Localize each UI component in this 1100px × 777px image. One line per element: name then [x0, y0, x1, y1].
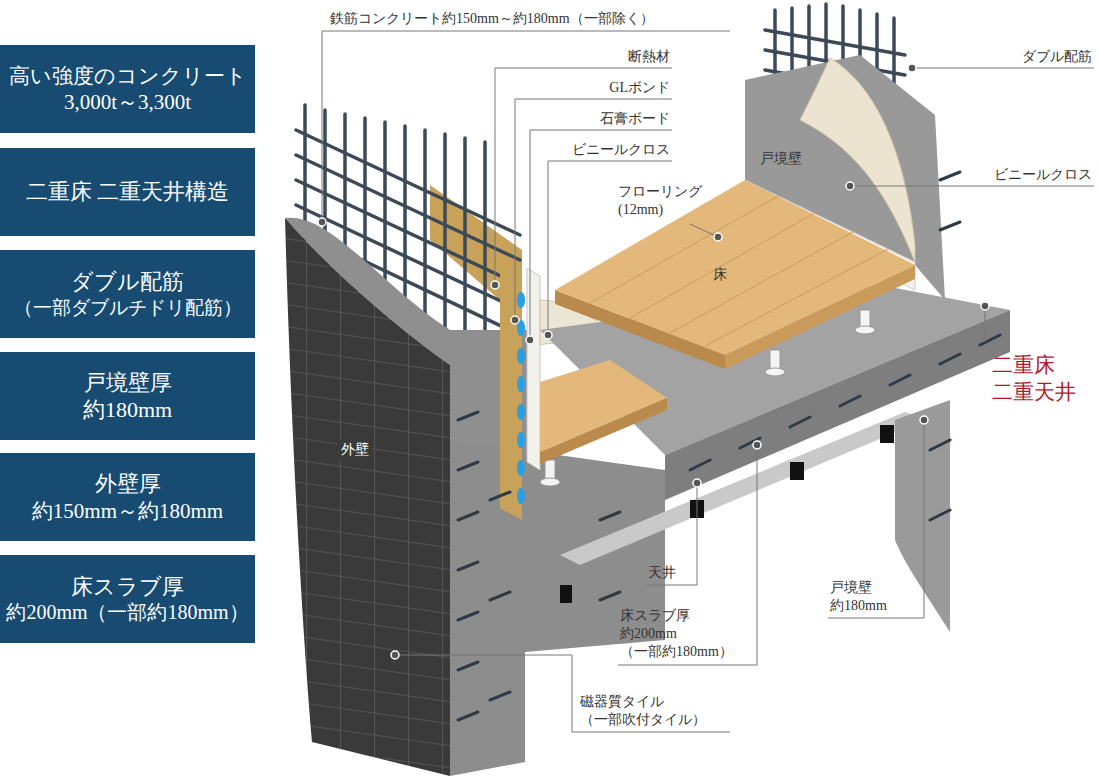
- feature-value: 約150mm～約180mm: [32, 498, 223, 524]
- feature-heading: 床スラブ厚: [71, 573, 184, 601]
- callout-label: 鉄筋コンクリート約150mm～約180mm（一部除く）: [330, 10, 654, 28]
- feature-value: 3,000t～3,300t: [64, 89, 191, 115]
- feature-heading: 高い強度のコンクリート: [9, 63, 247, 89]
- callout-label: ビニールクロス: [994, 166, 1092, 184]
- callout-label: 断熱材: [628, 48, 670, 66]
- feature-box: 二重床 二重天井構造: [0, 148, 255, 236]
- feature-heading: 二重床 二重天井構造: [26, 178, 230, 206]
- feature-box: 床スラブ厚約200mm（一部約180mm）: [0, 555, 255, 643]
- feature-value: 約200mm（一部約180mm）: [6, 600, 248, 625]
- feature-box: ダブル配筋（一部ダブルチドリ配筋）: [0, 250, 255, 338]
- feature-heading: ダブル配筋: [71, 268, 184, 296]
- feature-heading: 戸境壁厚: [84, 369, 172, 397]
- callout-label: 天井: [648, 564, 676, 582]
- callout-label: ダブル配筋: [1022, 48, 1092, 66]
- callout-label: 床: [713, 266, 727, 284]
- callout-label: ビニールクロス: [572, 141, 670, 159]
- callout-label: フローリング (12mm): [618, 183, 702, 219]
- feature-value: （一部ダブルチドリ配筋）: [14, 296, 242, 320]
- callout-label: 外壁: [338, 440, 372, 460]
- feature-heading: 外壁厚: [95, 470, 161, 498]
- feature-box: 高い強度のコンクリート3,000t～3,300t: [0, 45, 255, 133]
- callout-label: 磁器質タイル （一部吹付タイル）: [580, 693, 706, 729]
- callout-label: 戸境壁 約180mm: [830, 579, 887, 615]
- feature-box: 外壁厚約150mm～約180mm: [0, 453, 255, 541]
- callout-label: 戸境壁: [760, 150, 802, 168]
- feature-value: 約180mm: [83, 396, 172, 424]
- callout-label: GLボンド: [609, 79, 670, 97]
- feature-box: 戸境壁厚約180mm: [0, 352, 255, 440]
- callout-label: 床スラブ厚 約200mm （一部約180mm）: [620, 607, 733, 662]
- callout-label: 石膏ボード: [600, 110, 670, 128]
- callout-label: 二重床 二重天井: [992, 352, 1076, 407]
